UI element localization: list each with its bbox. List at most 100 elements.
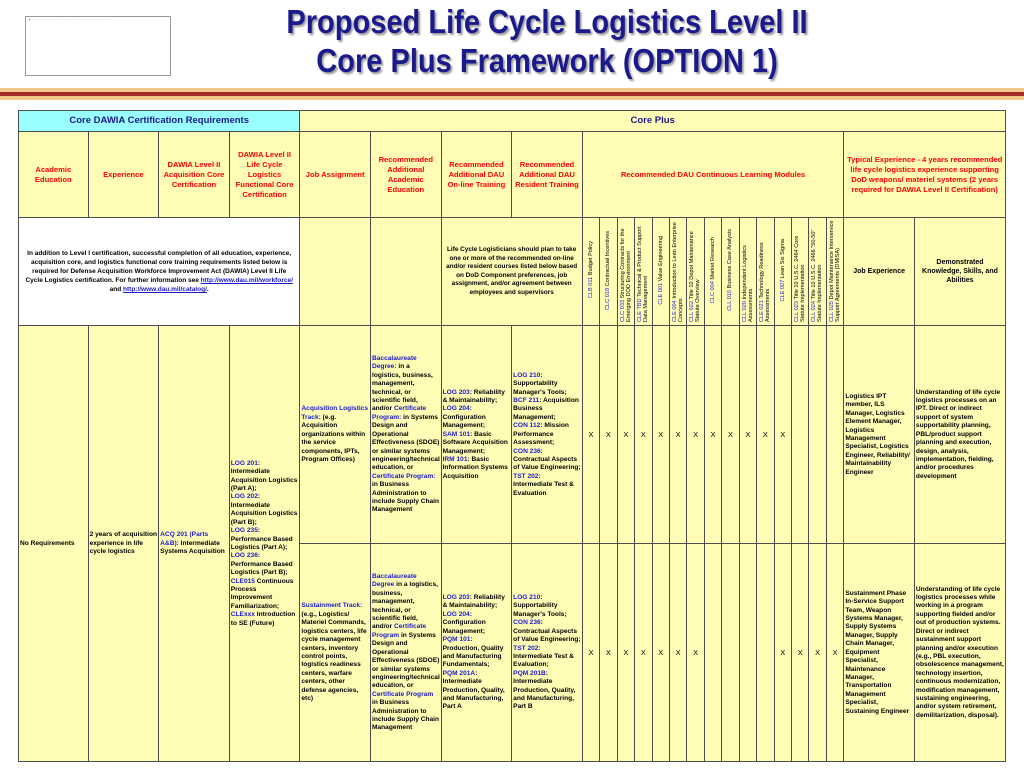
course-code: TST 202 (513, 644, 539, 652)
course-code: CON 236 (513, 619, 541, 627)
course-code: PQM 201B (513, 669, 546, 677)
academic-requirement: No Requirements (18, 325, 89, 763)
module-mark: X (756, 325, 775, 545)
module-mark: X (581, 543, 601, 763)
module-mark: X (651, 543, 670, 763)
degree-link: Baccalaureate Degree (371, 573, 417, 589)
module-code: CLB 011 (587, 277, 594, 299)
module-label: CLL 020 Independent Logistics Assessment… (741, 219, 754, 322)
module-mark: X (686, 325, 705, 545)
course-text: : Intermediate Test & Evaluation (513, 472, 574, 497)
course-code: LOG 210 (513, 594, 541, 602)
degree-text: in Systems Design and Operational Effect… (371, 631, 440, 690)
degree-text: in Business Administration to include Su… (371, 481, 440, 514)
module-mark: X (616, 325, 636, 545)
module-code: CLE TBD (637, 298, 644, 322)
module-mark: X (686, 543, 705, 763)
course-code: IRM 101 (442, 455, 468, 463)
course-text: : Contractual Aspects of Value Engineeri… (513, 447, 581, 472)
module-header-8: CLL 015 Business Case Analysis (721, 216, 740, 327)
module-name: Value Engineering (657, 235, 664, 281)
course-text: : Intermediate Acquisition Logistics (Pa… (230, 493, 298, 526)
experience-requirement: 2 years of acquisition experience in lif… (87, 325, 160, 763)
course-text: : Contractual Aspects of Value Engineeri… (513, 619, 581, 644)
track-name: Acquisition Logistics Track: (301, 405, 369, 421)
core-certification-header: DAWIA Level II Acquisition Core Certific… (158, 131, 230, 218)
module-mark: X (721, 325, 740, 545)
module-header-3: CLE TBD Technical & Product Support Data… (634, 216, 653, 327)
course-text: : Performance Based Logistics (Part B); (230, 552, 293, 577)
module-header-11: CLE 007 Lean Six Sigma (773, 216, 793, 327)
course-text: : Mission Performance Assessment; (513, 422, 569, 447)
course-code: PQM 201A (442, 669, 476, 677)
functional-courses: LOG 201: Intermediate Acquisition Logist… (228, 325, 301, 763)
intro-body: In addition to Level I certification, su… (25, 250, 292, 285)
module-label: CLL 015 Business Case Analysis (727, 229, 733, 311)
course-code: PQM 101 (442, 636, 471, 644)
rec-resident-header: Recommended Additional DAU Resident Trai… (511, 131, 583, 218)
track-text: (e.g., Logistics/ Materiel Commands, log… (301, 610, 367, 702)
course-code: CLE015 (230, 577, 255, 585)
module-mark: X (773, 325, 793, 545)
degree-text: in Business Administration to include Su… (371, 699, 440, 732)
module-header-7: CLC 004 Market Research (703, 216, 723, 327)
divider-bar (0, 96, 1024, 100)
course-text: : Intermediate Test & Evaluation; (513, 644, 574, 669)
course-code: CLExxx (230, 611, 255, 619)
intro-and: and (109, 286, 122, 294)
course-text: : Intermediate Production, Quality, and … (442, 669, 505, 711)
module-code: CLL 020 (741, 301, 748, 322)
clm-header: Recommended DAU Continuous Learning Modu… (581, 131, 845, 218)
module-label: CLC 004 Market Research (710, 237, 716, 303)
module-name: Budget Policy (587, 241, 594, 276)
divider-bar (0, 92, 1024, 96)
module-name: Lean Six Sigma (779, 238, 786, 278)
track-cell: Sustainment Track: (e.g., Logistics/ Mat… (299, 543, 371, 763)
module-name: Business Case Analysis (727, 229, 734, 289)
module-label: CLE 001 Value Engineering (658, 236, 664, 305)
catalog-link[interactable]: http://www.dau.mil/catalog/ (123, 286, 207, 294)
module-code: CLC 033 (619, 299, 626, 322)
module-code: CLE 004 (671, 300, 678, 322)
rec-online-header: Recommended Additional DAU On-line Train… (440, 131, 513, 218)
module-mark: X (791, 543, 810, 763)
rec-academic-cell: Baccalaureate Degree in a logistics, bus… (369, 543, 442, 763)
track-cell: Acquisition Logistics Track: (e.g. Acqui… (299, 325, 371, 545)
course-code: LOG 235 (230, 527, 258, 535)
workforce-link[interactable]: http://www.dau.mil/workforce/ (200, 277, 293, 285)
course-text: : Intermediate Production, Quality, and … (513, 669, 576, 711)
degree-link: Certificate Program (371, 690, 434, 698)
slide-thumbnail: ▮ ......................................… (25, 16, 171, 76)
module-label: CLC 018 Contractual Incentives (605, 231, 611, 310)
course-code: LOG 203 (442, 594, 470, 602)
page-title: Proposed Life Cycle Logistics Level II C… (226, 2, 868, 80)
module-header-1: CLC 018 Contractual Incentives (599, 216, 618, 327)
title-line-2: Core Plus Framework (OPTION 1) (316, 42, 778, 79)
module-mark: X (581, 325, 601, 545)
module-code: CLE 001 (657, 282, 664, 305)
module-label: CLL 023 Title 10 U.S.C. 2464 Core Statut… (794, 219, 806, 322)
module-code: CLC 018 (605, 287, 612, 310)
course-text: : Acquisition Business Management; (513, 397, 579, 421)
module-header-6: CLL 022 Title 10 Depot Maintenance Statu… (686, 216, 705, 327)
module-mark: X (599, 325, 618, 545)
module-label: CLL 024 Title 10 U.S.C. 2466 "50-50" Sta… (811, 219, 823, 322)
course-code: ACQ 201 (Parts A&B) (160, 531, 209, 547)
module-mark: X (634, 325, 653, 545)
module-header-9: CLL 020 Independent Logistics Assessment… (738, 216, 758, 327)
module-mark: X (616, 543, 636, 763)
job-experience-cell: Logistics IPT member, ILS Manager, Logis… (843, 325, 915, 545)
module-label: CLE 007 Lean Six Sigma (780, 239, 786, 302)
course-text: : Supportability Manager's Tools; (513, 371, 567, 396)
course-code: LOG 204 (442, 610, 470, 618)
module-mark (808, 325, 827, 545)
course-code: CON 236 (513, 447, 541, 455)
module-header-14: CLL 025 Depot Maintenance Interservice S… (825, 216, 845, 327)
course-text: : Basic Information Systems Acquisition (442, 455, 508, 480)
resident-courses: LOG 210: Supportability Manager's Tools;… (511, 325, 583, 545)
degree-text: in a logistics, business, management, te… (371, 363, 433, 413)
framework-table: Core DAWIA Certification Requirements Co… (17, 110, 1007, 763)
module-label: CLC 033 Structuring Contracts for the Em… (619, 219, 632, 322)
course-code: LOG 203 (442, 388, 470, 396)
module-code: CLL 023 (794, 301, 801, 322)
